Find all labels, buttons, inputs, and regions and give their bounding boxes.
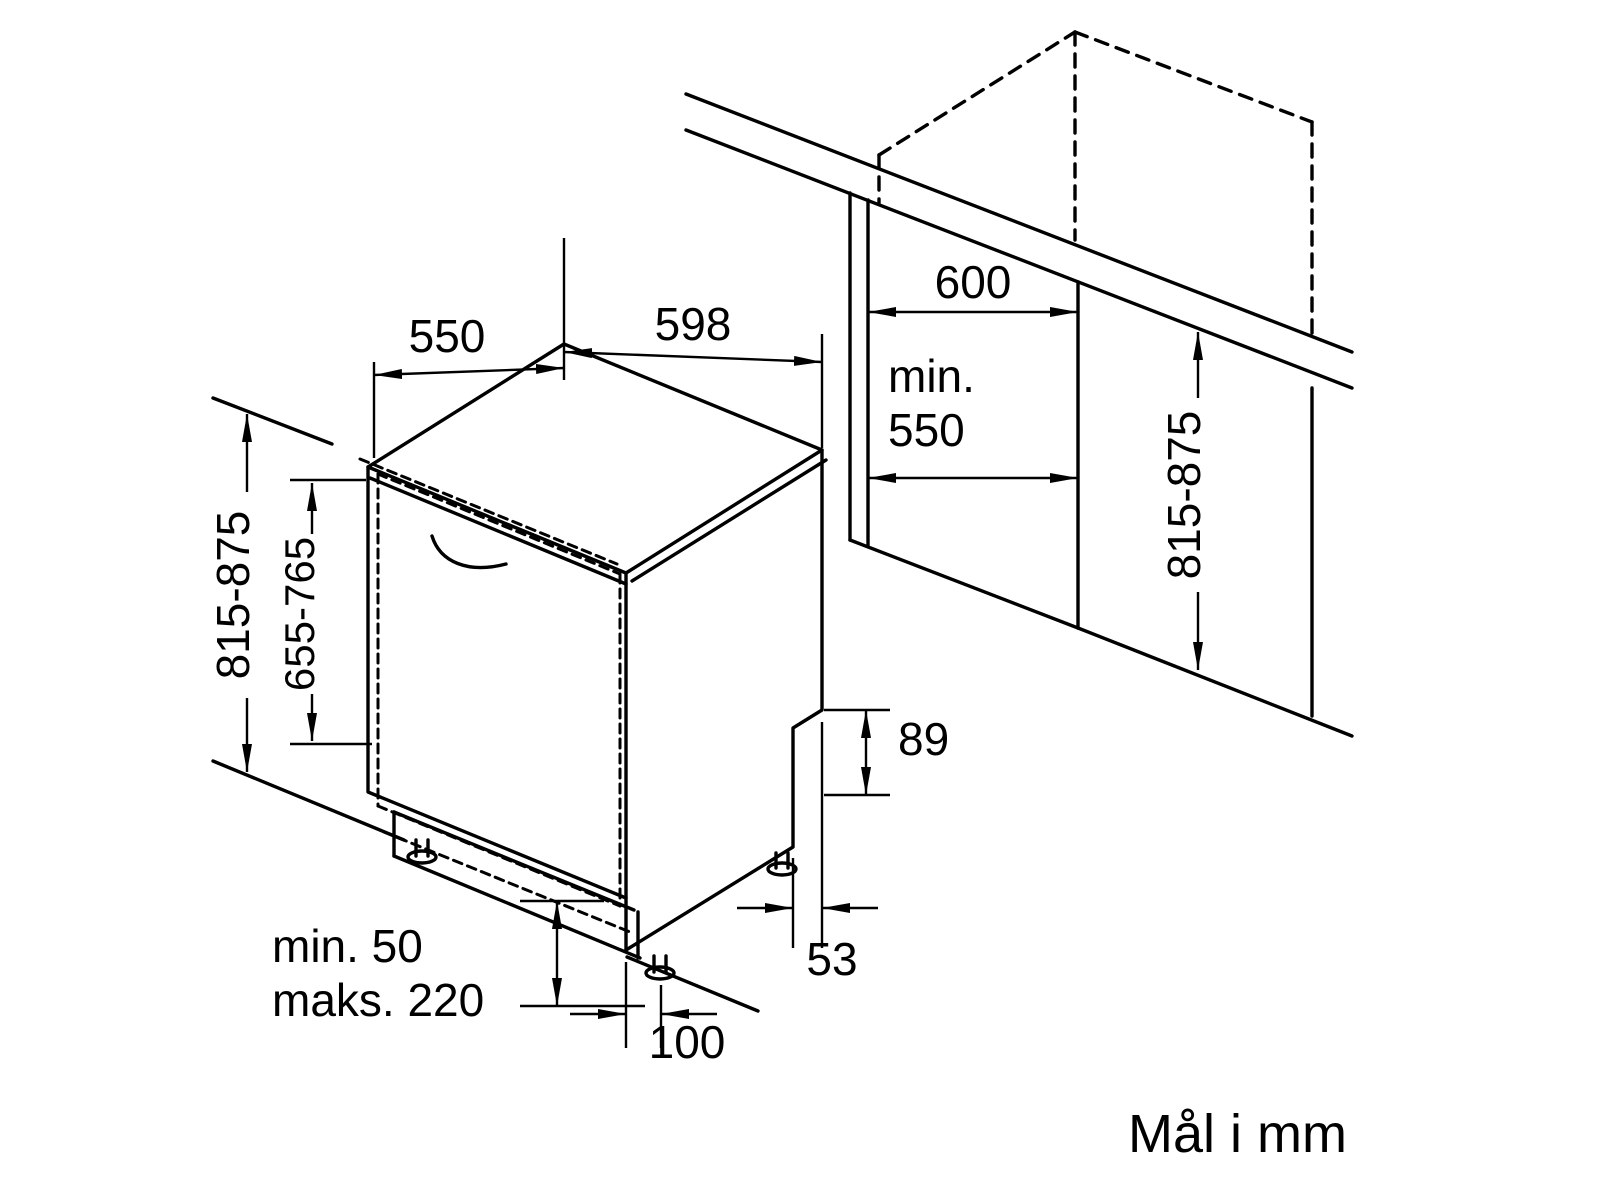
countertop-left-reference xyxy=(211,396,334,446)
niche-depth-label: 600 xyxy=(935,256,1012,308)
niche-height-label: 815-875 xyxy=(1158,411,1210,580)
appliance-height-label: 815-875 xyxy=(207,511,259,680)
rear-recess-height-label: 89 xyxy=(898,713,949,765)
dim-655-765: 655-765 xyxy=(276,478,372,746)
niche-floor-line xyxy=(1076,626,1354,738)
adjustable-foot-rear xyxy=(766,851,798,877)
appliance-top-face xyxy=(366,342,824,575)
dim-53: 53 xyxy=(737,722,878,985)
dim-600: 600 xyxy=(868,256,1078,317)
door-top-inner-edge xyxy=(368,476,628,586)
niche xyxy=(848,191,1314,718)
dim-plinth-height: min. 50 maks. 220 xyxy=(272,899,645,1026)
side-top-inner-edge xyxy=(630,458,828,583)
adjustable-foot-front-left xyxy=(406,838,438,865)
countertop xyxy=(211,92,1354,446)
width-label: 598 xyxy=(655,298,732,350)
door-front-face xyxy=(366,465,628,900)
depth-label: 550 xyxy=(409,310,486,362)
floor-lines xyxy=(211,626,1354,1013)
cabinet-dashed xyxy=(877,30,1314,338)
dim-550: 550 xyxy=(372,310,565,458)
niche-depth-min-label-line2: 550 xyxy=(888,404,965,456)
plinth-max-label: maks. 220 xyxy=(272,974,484,1026)
side-panel-outline xyxy=(624,448,824,952)
niche-depth-min-label-line1: min. xyxy=(888,350,975,402)
door-handle xyxy=(430,534,508,570)
plinth-bottom-edge xyxy=(392,854,642,960)
adjustable-foot-front-right xyxy=(644,954,676,981)
rear-recess-depth-label: 53 xyxy=(806,933,857,985)
dim-815-875-left: 815-875 xyxy=(207,414,259,772)
niche-wall-bottom-edge xyxy=(848,538,1080,630)
dim-100: 100 xyxy=(570,962,725,1068)
door-panel-height-label: 655-765 xyxy=(276,537,323,691)
dim-815-875-right: 815-875 xyxy=(1158,332,1210,670)
appliance xyxy=(366,342,828,981)
dim-89: 89 xyxy=(824,708,949,797)
dim-598: 598 xyxy=(562,238,824,448)
dim-min-550: min. 550 xyxy=(868,350,1078,483)
foot-inset-label: 100 xyxy=(649,1016,726,1068)
plinth-min-label: min. 50 xyxy=(272,920,423,972)
furniture-panel-dashed xyxy=(358,457,632,934)
units-label: Mål i mm xyxy=(1128,1104,1347,1164)
